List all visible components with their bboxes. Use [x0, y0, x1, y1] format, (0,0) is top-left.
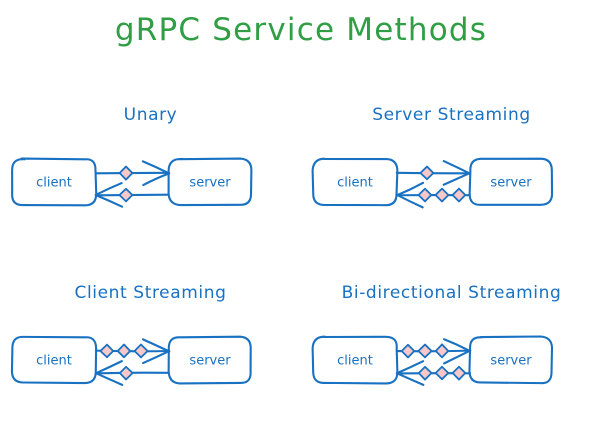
- server-node-label: server: [189, 176, 231, 191]
- client-node-label: client: [337, 354, 373, 369]
- response-message-1: [419, 367, 432, 380]
- response-message-3: [453, 367, 466, 380]
- response-message-2: [436, 367, 449, 379]
- response-message-1: [119, 189, 132, 202]
- client-node-label: client: [36, 354, 72, 369]
- panel-title-bidirectional-streaming: Bi-directional Streaming: [301, 283, 602, 303]
- request-message-1: [100, 345, 113, 358]
- response-message-1: [418, 189, 431, 202]
- request-message-1: [402, 345, 414, 358]
- panel-title-unary: Unary: [0, 105, 301, 125]
- response-message-2: [436, 189, 449, 202]
- response-message-1: [120, 367, 133, 380]
- client-node-label: client: [36, 176, 72, 191]
- panel-title-server-streaming: Server Streaming: [301, 105, 602, 125]
- server-node-label: server: [189, 354, 231, 369]
- server-node-label: server: [490, 176, 532, 191]
- panel-unary: Unary client server: [0, 105, 301, 245]
- server-node-label: server: [490, 354, 532, 369]
- panel-client-streaming: Client Streaming client server: [0, 283, 301, 423]
- request-message-1: [420, 167, 433, 180]
- panel-server-streaming: Server Streaming client server: [301, 105, 602, 245]
- request-message-3: [436, 344, 448, 357]
- request-message-2: [418, 345, 431, 358]
- page-title: gRPC Service Methods: [0, 12, 602, 48]
- request-message-2: [118, 345, 130, 358]
- panel-title-client-streaming: Client Streaming: [0, 283, 301, 303]
- panel-bidirectional-streaming: Bi-directional Streaming client server: [301, 283, 602, 423]
- diagram-client-streaming: client server: [0, 311, 301, 415]
- diagram-bidirectional-streaming: client server: [301, 311, 602, 415]
- request-message-1: [120, 167, 133, 180]
- client-node-label: client: [337, 176, 373, 191]
- diagram-unary: client server: [0, 133, 301, 237]
- request-message-3: [135, 345, 148, 358]
- diagram-server-streaming: client server: [301, 133, 602, 237]
- response-message-3: [453, 189, 466, 202]
